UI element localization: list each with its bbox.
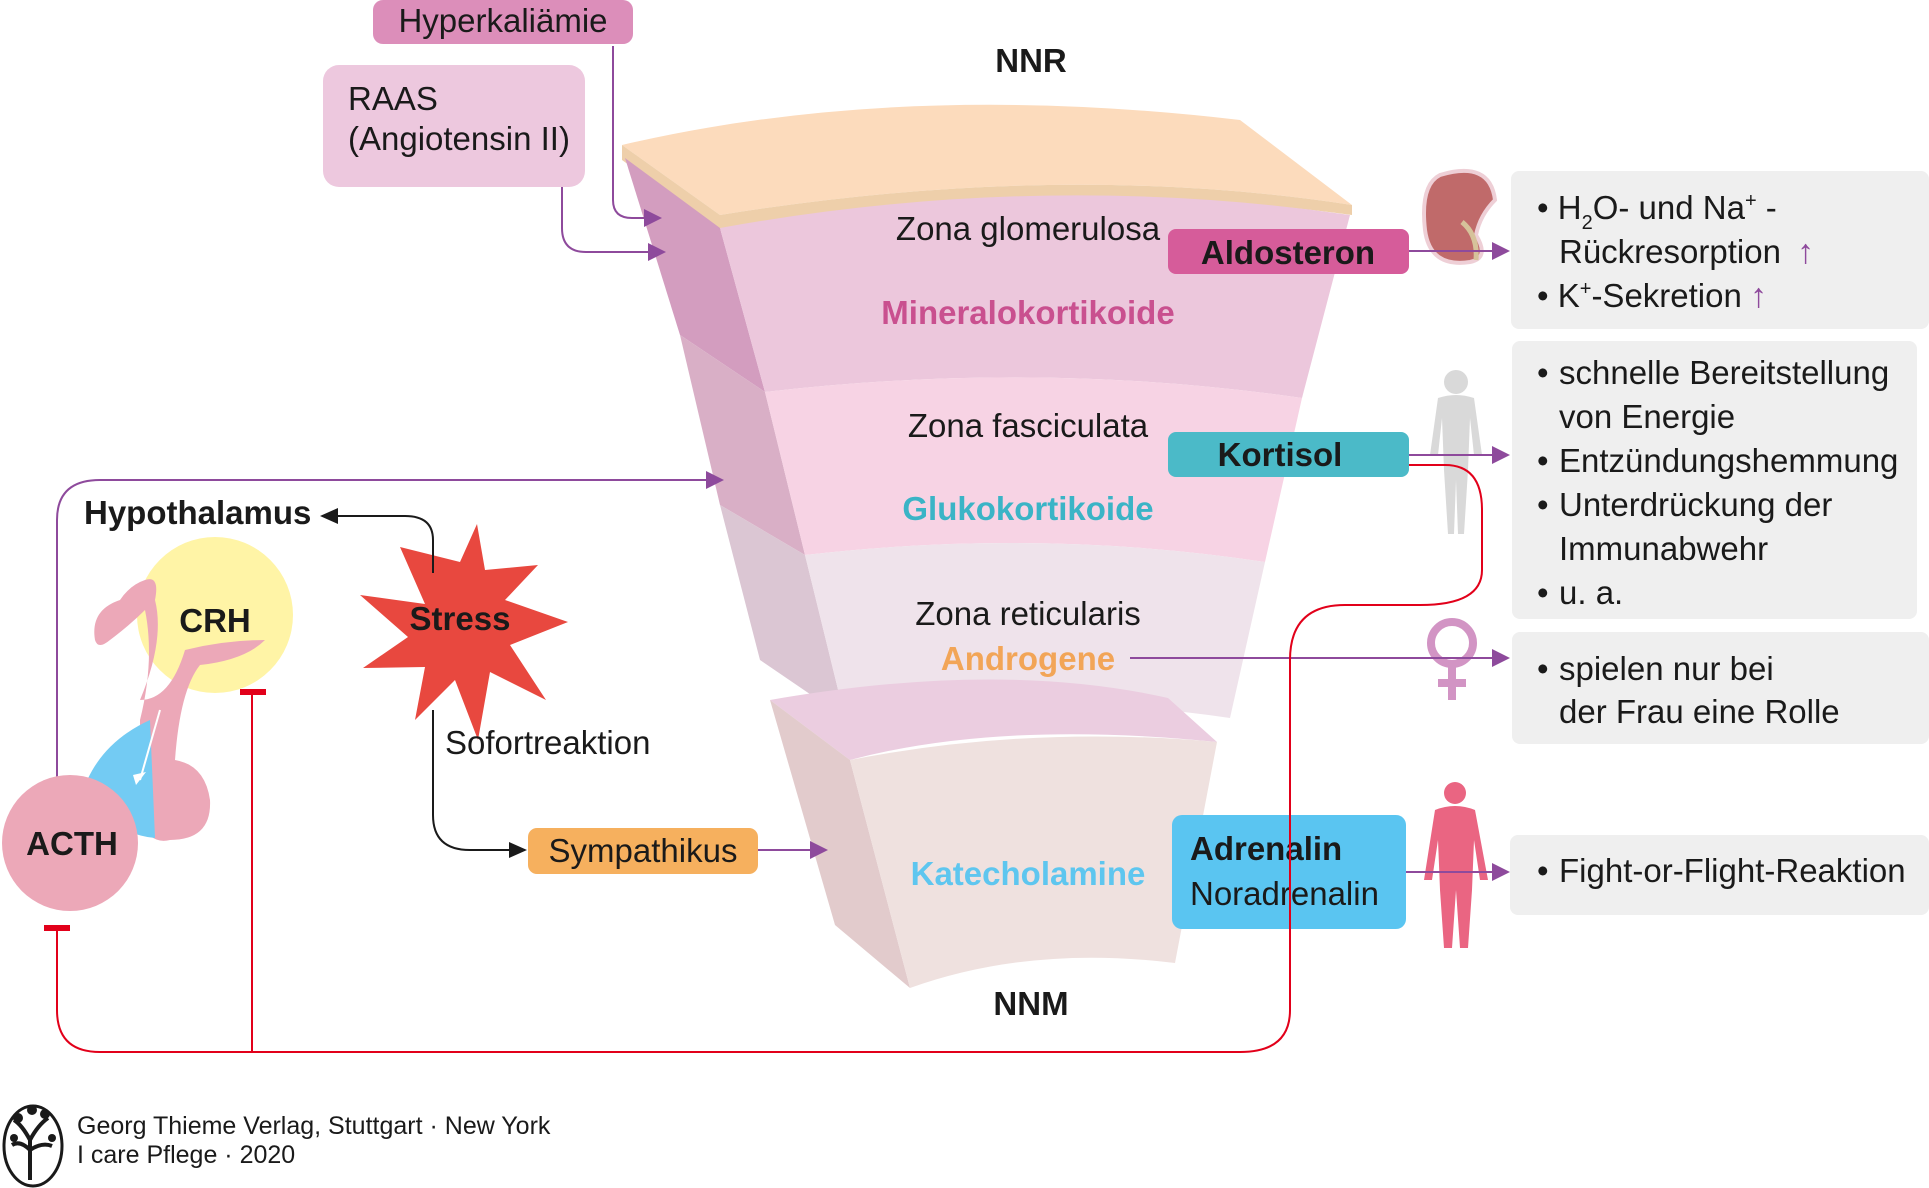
androgene-label: Androgene <box>941 640 1115 677</box>
thieme-logo-icon <box>2 1104 64 1188</box>
effect-item: spielen nur bei <box>1559 650 1774 687</box>
mineralokortikoide-label: Mineralokortikoide <box>881 294 1174 331</box>
hyperkaliaemie-box: Hyperkaliämie <box>373 0 633 44</box>
footer-book: I care Pflege · 2020 <box>77 1141 295 1169</box>
bullet: • <box>1537 486 1549 523</box>
effect-item: Entzündungshemmung <box>1559 442 1898 479</box>
effect-item-cont: von Energie <box>1559 398 1735 435</box>
stress-to-sympathikus-arrow <box>432 710 527 858</box>
reticularis-side <box>720 505 845 718</box>
kortisol-label: Kortisol <box>1218 436 1343 473</box>
effect-item: Fight-or-Flight-Reaktion <box>1559 852 1906 889</box>
aldosteron-box: Aldosteron <box>1168 229 1409 274</box>
fasciculata-side <box>680 335 805 555</box>
acth-label: ACTH <box>26 825 118 862</box>
crh-circle <box>137 537 293 693</box>
zona-fasciculata-face <box>765 377 1302 562</box>
effect-item: u. a. <box>1559 574 1623 611</box>
kortisol-effects-box: • schnelle Bereitstellung von Energie • … <box>1512 341 1917 619</box>
stress-to-hypothalamus-arrow <box>320 508 434 573</box>
human-body-red-icon <box>1424 782 1488 948</box>
crh-inhibition-bar <box>240 689 266 695</box>
androgene-effects-box: • spielen nur bei der Frau eine Rolle <box>1512 632 1929 744</box>
bullet: • <box>1537 442 1549 479</box>
acth-circle <box>2 775 138 911</box>
acth-inhibition-bar <box>44 925 70 931</box>
aldosteron-effects-box: • H2O- und Na+ - Rückresorption ↑ • K+-S… <box>1511 171 1929 329</box>
medulla-face <box>850 736 1217 988</box>
arrow-up-icon: ↑ <box>1797 233 1814 271</box>
hypothalamus-label: Hypothalamus <box>84 494 311 531</box>
capsule <box>622 104 1352 215</box>
kidney-icon <box>1422 168 1498 265</box>
cortisol-feedback-line <box>56 464 1483 1053</box>
effect-item: schnelle Bereitstellung <box>1559 354 1889 391</box>
effect-item-cont: Rückresorption <box>1559 233 1781 270</box>
arrow-up-icon: ↑ <box>1750 277 1767 315</box>
raas-box: RAAS (Angiotensin II) <box>323 65 585 187</box>
zona-reticularis-face <box>805 543 1265 718</box>
pituitary-icon <box>80 537 293 841</box>
stress-label: Stress <box>410 600 511 637</box>
female-symbol-icon <box>1427 618 1477 700</box>
effect-item-cont: Immunabwehr <box>1559 530 1768 567</box>
stress-star-icon <box>360 524 568 740</box>
adrenal-cortex <box>622 104 1352 718</box>
sympathikus-box: Sympathikus <box>528 828 758 874</box>
kortisol-box: Kortisol <box>1168 432 1409 477</box>
hyperkaliaemie-label: Hyperkaliämie <box>398 2 607 39</box>
human-body-grey-icon <box>1430 370 1482 534</box>
nnr-label: NNR <box>995 42 1067 79</box>
bullet: • <box>1537 650 1549 687</box>
effect-item: Unterdrückung der <box>1559 486 1832 523</box>
adrenalin-label: Adrenalin <box>1190 830 1342 867</box>
katecholamine-effects-box: • Fight-or-Flight-Reaktion <box>1510 835 1929 915</box>
raas-label-line1: RAAS <box>348 80 438 117</box>
crh-label: CRH <box>179 602 251 639</box>
aldosteron-label: Aldosteron <box>1201 234 1375 271</box>
effect-item: • K+-Sekretion <box>1537 277 1742 314</box>
acth-to-cortex-arrow <box>56 471 724 778</box>
effect-item-cont: der Frau eine Rolle <box>1559 693 1840 730</box>
medulla-side <box>770 700 910 988</box>
noradrenalin-label: Noradrenalin <box>1190 875 1379 912</box>
zona-glomerulosa-label: Zona glomerulosa <box>896 210 1161 247</box>
footer-publisher: Georg Thieme Verlag, Stuttgart · New Yor… <box>77 1112 551 1140</box>
raas-label-line2: (Angiotensin II) <box>348 120 570 157</box>
zona-reticularis-label: Zona reticularis <box>915 595 1141 632</box>
bullet: • <box>1537 354 1549 391</box>
glukokortikoide-label: Glukokortikoide <box>902 490 1153 527</box>
capsule-edge <box>622 145 1352 230</box>
bullet: • <box>1537 852 1549 889</box>
raas-arrow <box>561 187 666 261</box>
sympathikus-label: Sympathikus <box>549 832 738 869</box>
adrenal-medulla <box>770 679 1217 988</box>
medulla-top <box>770 679 1217 760</box>
sofortreaktion-label: Sofortreaktion <box>445 724 650 761</box>
katecholamine-label: Katecholamine <box>911 855 1146 892</box>
zona-fasciculata-label: Zona fasciculata <box>908 407 1149 444</box>
hyperkaliaemie-arrow <box>612 46 662 227</box>
bullet: • <box>1537 574 1549 611</box>
nnm-label: NNM <box>993 985 1068 1022</box>
